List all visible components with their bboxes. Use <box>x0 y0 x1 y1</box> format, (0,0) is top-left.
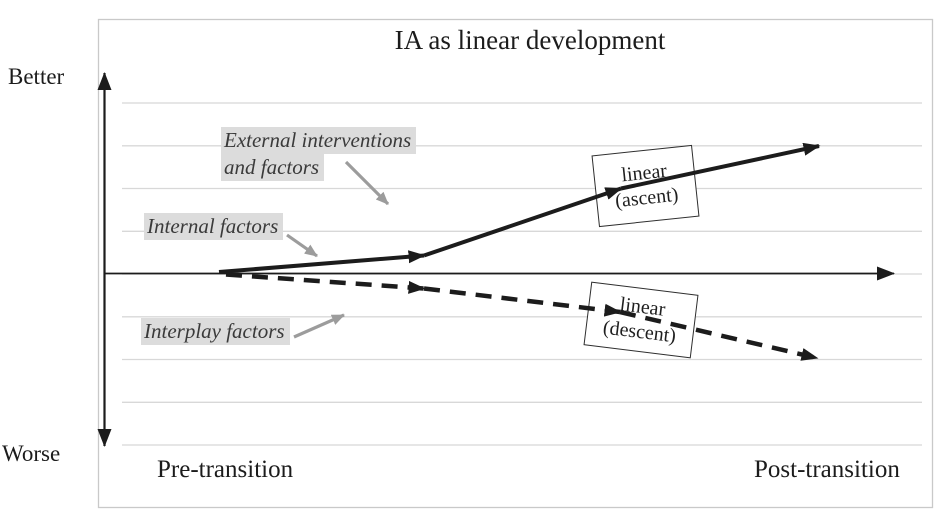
external-factors-label-line1: External interventions <box>221 127 417 154</box>
ascent-line <box>218 142 821 274</box>
external-factors-arrow <box>344 160 390 206</box>
interplay-factors-label: Interplay factors <box>141 318 290 345</box>
chart-frame <box>97 18 934 509</box>
interplay-factors-arrow <box>293 313 345 339</box>
descent-line <box>225 272 819 361</box>
pre-transition-label: Pre-transition <box>157 456 294 483</box>
y-axis-worse-label: Worse <box>2 441 61 466</box>
external-factors-label-line2: and factors <box>221 154 325 181</box>
internal-factors-label: Internal factors <box>144 213 284 240</box>
external-factors-label: External interventions and factors <box>221 127 417 181</box>
y-axis-better-label: Better <box>8 64 65 89</box>
post-transition-label: Post-transition <box>754 456 900 483</box>
internal-factors-arrow <box>286 233 318 258</box>
annotation-arrows <box>286 160 390 339</box>
figure-title: IA as linear development <box>394 25 666 55</box>
